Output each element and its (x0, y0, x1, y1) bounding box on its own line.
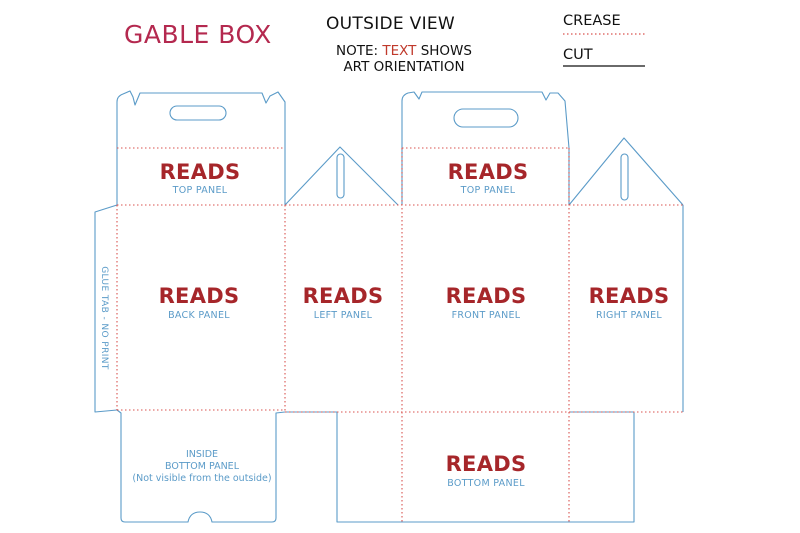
note-line2: ART ORIENTATION (343, 59, 465, 75)
crease-lower (117, 409, 683, 413)
legend-cut-label: CUT (563, 47, 593, 63)
view-heading: OUTSIDE VIEW (326, 14, 456, 34)
inside-bottom-line3: (Not visible from the outside) (132, 473, 272, 484)
note-highlight: TEXT (382, 43, 417, 59)
view-note: NOTE: TEXT SHOWS ART ORIENTATION (324, 43, 484, 75)
bottom-flap-left-cut (336, 412, 402, 523)
inside-bottom-line2: BOTTOM PANEL (165, 461, 239, 472)
back-handle-slot (169, 105, 227, 121)
legend-crease-label: CREASE (563, 13, 621, 29)
back-top-flap-cut (116, 90, 286, 148)
note-suffix: SHOWS (416, 43, 472, 59)
right-panel-reads: READS (588, 284, 670, 308)
back-panel-label: BACK PANEL (168, 310, 230, 321)
front-handle-slot (453, 108, 519, 128)
right-panel-label: RIGHT PANEL (595, 310, 663, 321)
left-gable-cut (284, 146, 399, 206)
left-panel-label: LEFT PANEL (313, 310, 373, 321)
glue-tab-label: GLUE TAB - NO PRINT (99, 266, 109, 370)
back-top-reads: READS (159, 160, 241, 184)
left-gable-slot (336, 153, 345, 199)
back-top-label: TOP PANEL (172, 185, 228, 196)
bottom-panel-reads: READS (445, 452, 527, 476)
bottom-flap-right-cut (569, 412, 635, 523)
front-top-reads: READS (447, 160, 529, 184)
back-panel-reads: READS (158, 284, 240, 308)
left-panel-reads: READS (302, 284, 384, 308)
front-panel-label: FRONT PANEL (451, 310, 521, 321)
right-gable-slot (620, 153, 629, 201)
front-panel-reads: READS (445, 284, 527, 308)
front-top-label: TOP PANEL (460, 185, 516, 196)
front-top-flap-cut (401, 91, 570, 149)
glue-tab-cut (94, 204, 118, 413)
bottom-panel-label: BOTTOM PANEL (447, 478, 525, 489)
right-gable-cut (568, 137, 684, 206)
inside-bottom-line1: INSIDE (185, 449, 219, 460)
note-prefix: NOTE: (336, 43, 383, 59)
inside-bottom-panel-cut (116, 409, 286, 523)
page-title: GABLE BOX (124, 20, 272, 49)
inside-bottom-text: INSIDE BOTTOM PANEL (Not visible from th… (112, 449, 292, 485)
